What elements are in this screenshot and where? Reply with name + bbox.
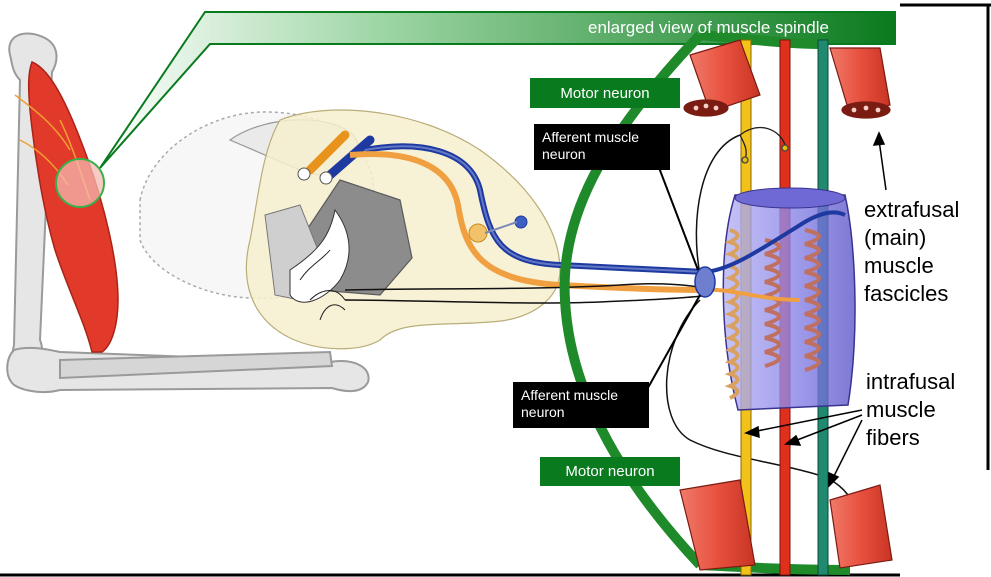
motor-axons <box>344 134 849 496</box>
motor-endplates <box>739 126 789 164</box>
extrafusal-fascicles <box>679 39 893 571</box>
intrafusal-line1: intrafusal <box>866 369 956 394</box>
afferent-neuron-label-top: Afferent muscle neuron <box>534 124 670 170</box>
intrafusal-label: intrafusal muscle fibers <box>866 368 955 452</box>
diagram-title: enlarged view of muscle spindle <box>588 18 829 37</box>
afferent-bottom-line1: Afferent muscle <box>521 387 619 403</box>
extrafusal-line3: muscle <box>864 253 934 278</box>
afferent-bottom-line2: neuron <box>521 404 565 420</box>
nerve-roots <box>297 130 375 185</box>
title-banner <box>99 11 896 169</box>
motor-neuron-label-bottom: Motor neuron <box>540 457 680 486</box>
sensory-endings <box>704 210 846 400</box>
extrafusal-line1: extrafusal <box>864 197 960 222</box>
intrafusal-line3: fibers <box>866 425 920 450</box>
extrafusal-line4: fascicles <box>864 281 949 306</box>
extrafusal-line2: (main) <box>864 225 927 250</box>
motor-neuron-label-top: Motor neuron <box>530 78 680 108</box>
afferent-pointers <box>639 164 701 403</box>
extrafusal-label: extrafusal (main) muscle fascicles <box>864 196 959 308</box>
afferent-neuron-label-bottom: Afferent muscle neuron <box>513 382 649 428</box>
afferent-junction <box>694 266 716 298</box>
afferent-fibers <box>349 143 706 293</box>
label-arrows <box>743 131 887 488</box>
afferent-top-line1: Afferent muscle <box>542 129 640 145</box>
spindle-location-circle <box>55 158 105 208</box>
afferent-top-line2: neuron <box>542 146 586 162</box>
spindle-capsule <box>722 187 856 411</box>
intrafusal-line2: muscle <box>866 397 936 422</box>
